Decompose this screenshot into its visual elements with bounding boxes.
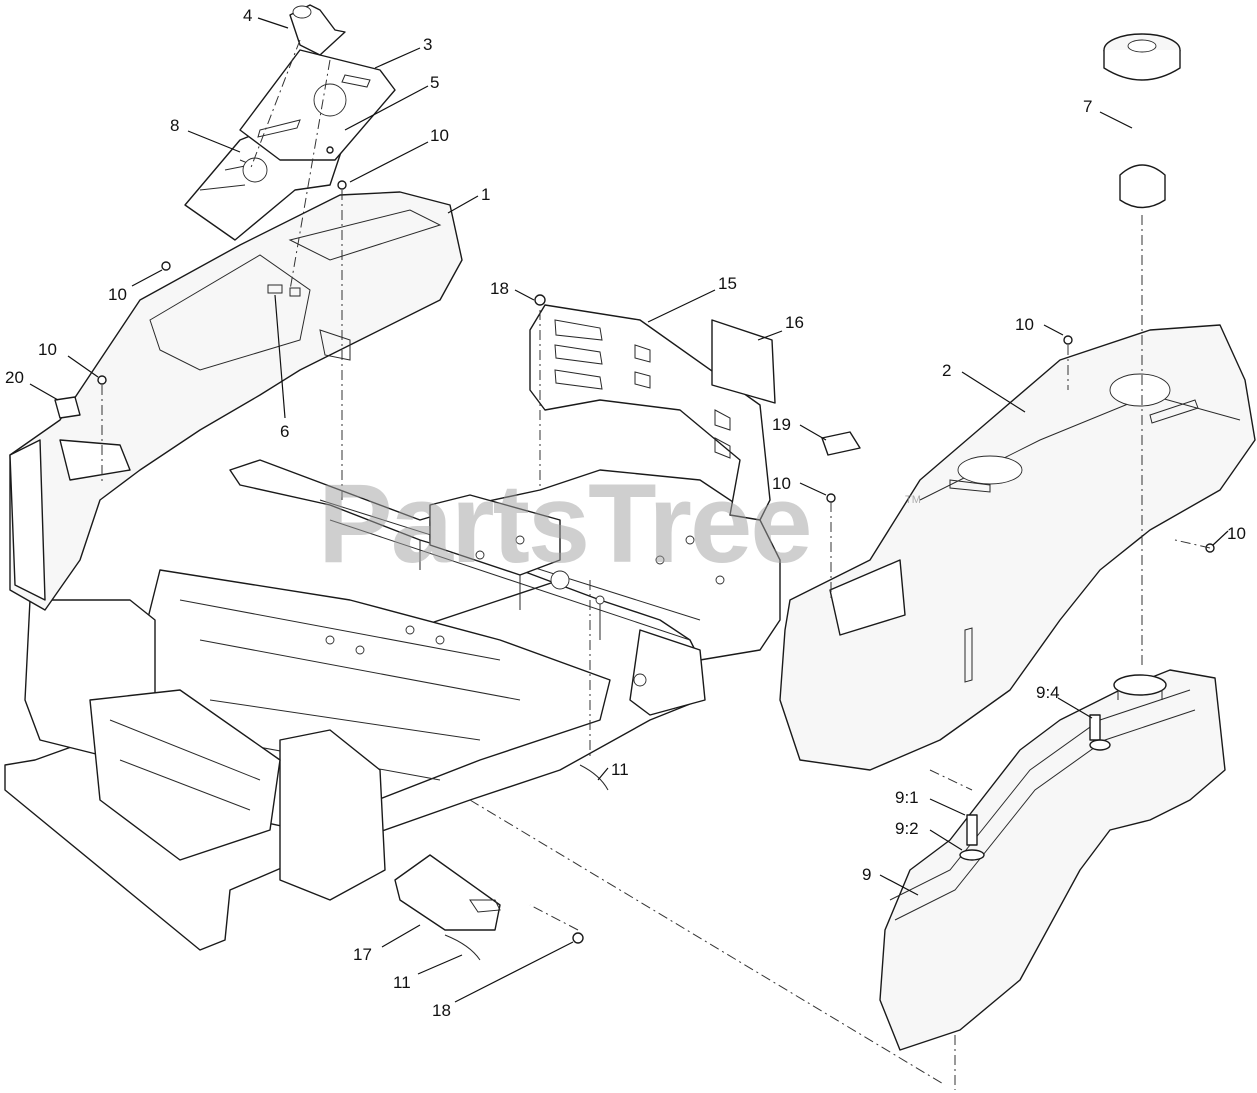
callout-15: 15 — [718, 274, 737, 293]
fuel-fittings-part-9-1-9-2-9-4 — [959, 714, 1111, 861]
decal-part-16 — [711, 319, 776, 404]
callout-2: 2 — [942, 361, 951, 380]
callout-9: 9 — [862, 865, 871, 884]
decal-part-19 — [821, 431, 861, 456]
fuel-cap-part-7 — [1103, 33, 1181, 209]
callout-16: 16 — [785, 313, 804, 332]
fuel-tank-part-9 — [879, 669, 1226, 1051]
callout-11-lower: 11 — [393, 973, 411, 992]
callout-9-4: 9:4 — [1036, 683, 1060, 702]
callout-9-1: 9:1 — [895, 788, 919, 807]
assembly-centerlines — [101, 39, 1211, 1090]
callout-4: 4 — [243, 6, 252, 25]
callout-18-lower: 18 — [432, 1001, 451, 1020]
chassis-frame — [4, 459, 781, 951]
callout-3: 3 — [423, 35, 432, 54]
callout-6: 6 — [280, 422, 289, 441]
callout-18-upper: 18 — [490, 279, 509, 298]
callout-10-center: 10 — [772, 474, 791, 493]
callout-1: 1 — [481, 185, 490, 204]
callout-10-right-edge: 10 — [1227, 524, 1246, 543]
callout-leaders — [29, 17, 1229, 1003]
callout-7: 7 — [1083, 97, 1092, 116]
decal-part-20 — [54, 396, 81, 419]
clip-part-6 — [267, 284, 301, 297]
ignition-key-part-4 — [289, 4, 346, 56]
hairpin-part-11-lower — [444, 934, 481, 961]
callout-10-right-fender: 10 — [1015, 315, 1034, 334]
left-fender-part-1 — [9, 191, 463, 611]
callout-11-upper: 11 — [611, 760, 629, 779]
callout-20: 20 — [5, 368, 24, 387]
bracket-part-17 — [394, 854, 501, 931]
callout-9-2: 9:2 — [895, 819, 919, 838]
callout-17: 17 — [353, 945, 372, 964]
right-fender-part-2 — [779, 324, 1256, 771]
callout-10-left-lower: 10 — [38, 340, 57, 359]
callout-8: 8 — [170, 116, 179, 135]
decal-plate-part-3 — [239, 49, 396, 161]
hairpin-part-11-upper — [579, 764, 609, 791]
callout-5: 5 — [430, 73, 439, 92]
watermark-trademark: TM — [905, 494, 921, 506]
callout-labels: 4 3 5 8 10 1 10 10 20 6 7 15 16 18 10 2 … — [5, 6, 1246, 1020]
callout-10-top: 10 — [430, 126, 449, 145]
seat-plate-part-15 — [529, 304, 771, 521]
callout-10-left-upper: 10 — [108, 285, 127, 304]
screw-fasteners — [97, 146, 1215, 944]
callout-19: 19 — [772, 415, 791, 434]
